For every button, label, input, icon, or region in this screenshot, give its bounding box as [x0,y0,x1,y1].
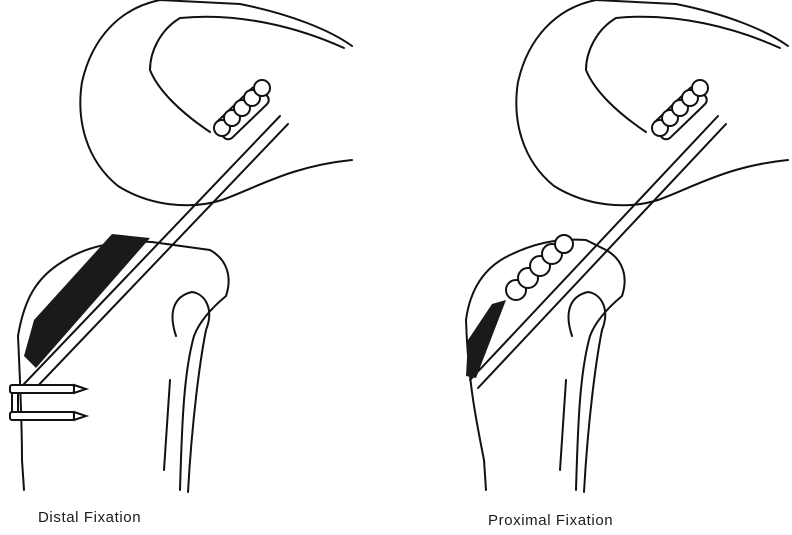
graft-rod-edge-a [470,116,718,380]
graft-tissue [466,300,506,378]
fibula-inner [560,380,566,470]
distal-fixation-illustration [0,0,396,535]
fibula-outline [569,292,606,492]
fibula-inner [164,380,170,470]
fibula-outline [173,292,210,492]
tibia-outline [466,240,625,490]
graft-rod-edge-a [24,116,280,384]
femur-outline [516,0,788,205]
proximal-fixation-caption: Proximal Fixation [488,512,613,529]
femur-outline [80,0,352,205]
proximal-fixation-illustration [396,0,792,535]
distal-fixation-caption: Distal Fixation [38,509,141,526]
graft-tissue [24,234,150,368]
distal-fixation-panel: Distal Fixation [0,0,396,535]
graft-rod-edge-b [478,124,726,388]
proximal-fixation-panel: Proximal Fixation [396,0,792,535]
